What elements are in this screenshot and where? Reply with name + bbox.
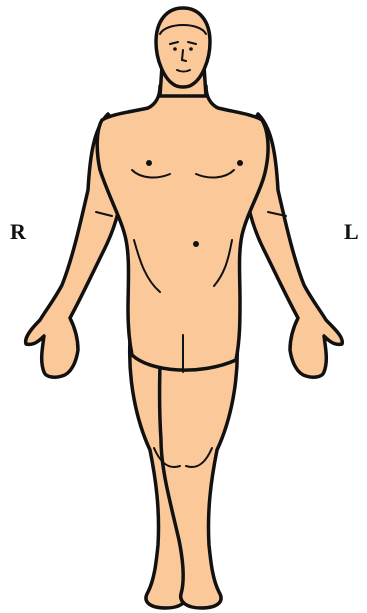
torso [97, 86, 268, 370]
left-eye [189, 47, 193, 51]
left-side-label: L [344, 221, 359, 243]
right-eye [173, 47, 177, 51]
head [156, 8, 210, 87]
navel [193, 241, 199, 247]
left-nipple [237, 160, 243, 166]
right-nipple [146, 160, 152, 166]
right-side-label: R [10, 221, 26, 243]
